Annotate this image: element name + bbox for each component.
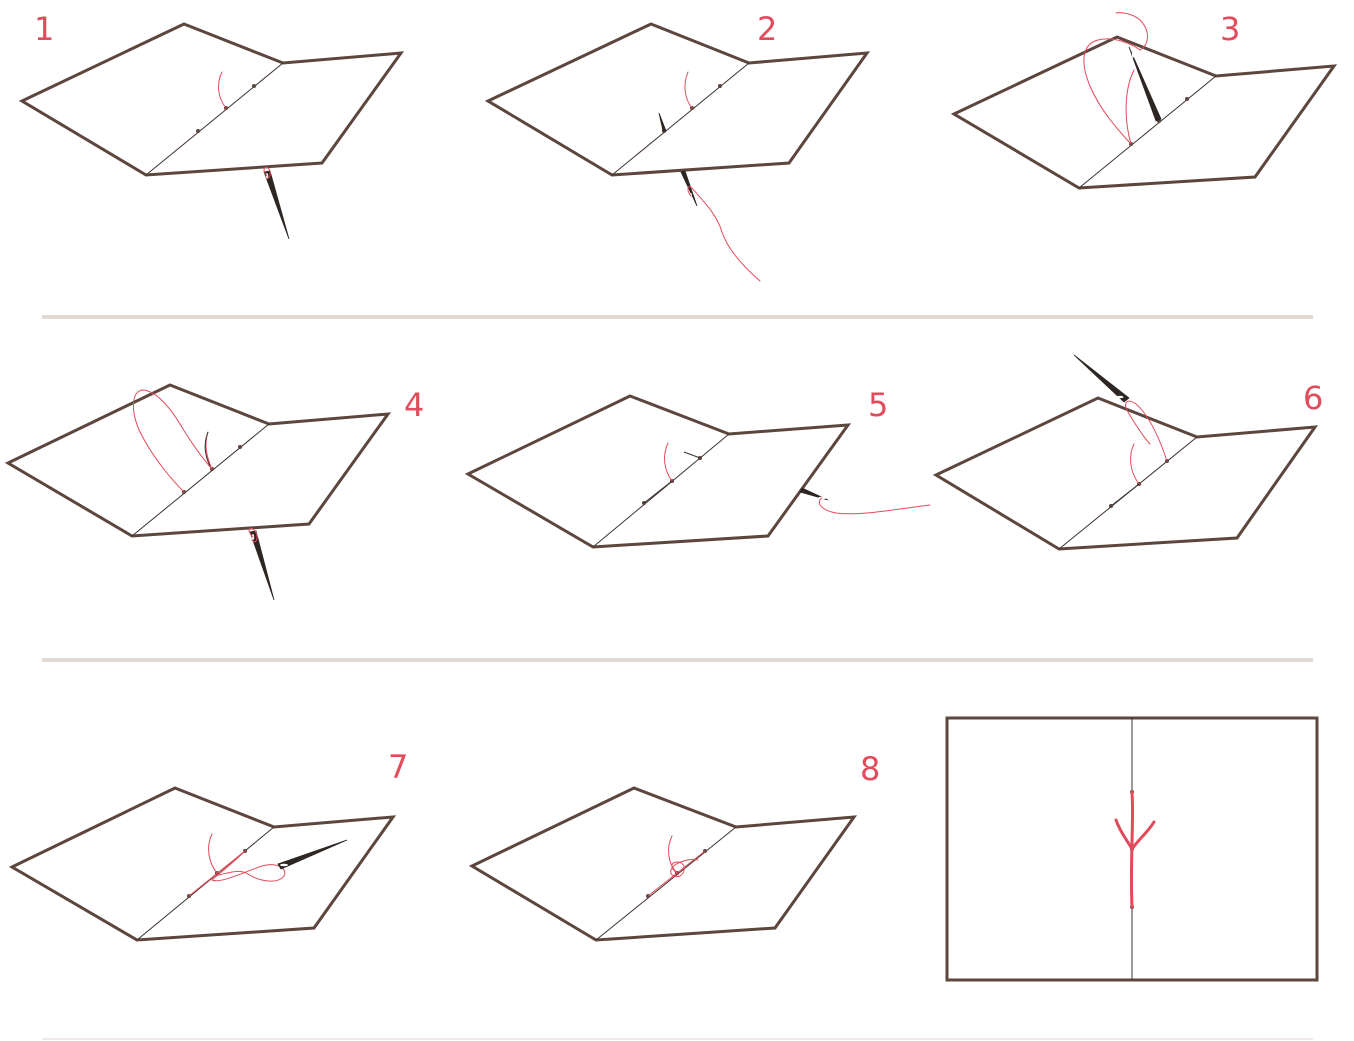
thread-icon <box>133 390 212 492</box>
needle-icon <box>278 840 347 869</box>
step-5-panel: 5 <box>468 386 930 547</box>
sewing-hole <box>196 129 200 133</box>
sewing-hole <box>718 84 722 88</box>
sewing-hole <box>238 445 242 449</box>
step-7-panel: 7 <box>12 748 408 940</box>
thread-icon <box>665 443 672 481</box>
fold-line <box>137 827 274 940</box>
thread-icon <box>1131 444 1139 484</box>
thread-icon <box>671 859 698 876</box>
stitch-tie-end <box>1116 820 1132 849</box>
thread-icon <box>219 72 226 108</box>
thread-icon <box>819 498 930 514</box>
step-1-panel: 1 <box>22 10 401 239</box>
thread-icon <box>1111 484 1139 506</box>
thread-icon <box>209 834 217 873</box>
thread-icon <box>685 72 692 108</box>
step-8-panel: 8 <box>472 750 880 940</box>
open-book-outline <box>488 24 867 175</box>
fold-line <box>146 63 283 175</box>
sewing-hole <box>1185 97 1189 101</box>
step-number: 8 <box>860 750 880 788</box>
step-number: 6 <box>1303 379 1323 417</box>
stitch-tie-end <box>1132 822 1154 849</box>
thread-icon <box>648 851 705 896</box>
step-number: 4 <box>404 386 424 424</box>
open-book-outline <box>22 24 401 175</box>
thread-icon <box>684 452 700 458</box>
needle-icon <box>1074 355 1129 402</box>
thread-icon <box>1126 70 1134 144</box>
step-number: 7 <box>388 748 408 786</box>
thread-icon <box>212 851 285 881</box>
needle-icon <box>681 171 697 206</box>
step-3-panel: 3 <box>954 10 1334 188</box>
open-book-outline <box>8 385 388 536</box>
step-number: 2 <box>757 10 777 48</box>
step-6-panel: 6 <box>936 355 1323 549</box>
finished-booklet-panel <box>947 718 1317 980</box>
step-number: 5 <box>868 386 888 424</box>
open-book-outline <box>954 37 1334 188</box>
open-book-outline <box>12 788 393 940</box>
fold-line <box>593 434 729 547</box>
thread-icon <box>189 851 245 896</box>
fold-line <box>132 424 269 536</box>
needle-icon <box>800 488 828 500</box>
needle-icon <box>264 171 289 239</box>
step-number: 1 <box>34 10 54 48</box>
needle-icon <box>659 113 666 131</box>
open-book-outline <box>472 788 854 940</box>
fold-line <box>612 63 749 175</box>
open-book-outline <box>468 396 848 547</box>
thread-icon <box>644 481 672 503</box>
step-2-panel: 2 <box>488 10 867 281</box>
step-number: 3 <box>1220 10 1240 48</box>
thread-icon <box>1084 13 1148 144</box>
sewing-hole <box>252 84 256 88</box>
step-4-panel: 4 <box>8 385 424 600</box>
thread-icon <box>688 187 760 281</box>
needle-icon <box>1129 47 1161 121</box>
open-book-outline <box>936 398 1315 549</box>
fold-line <box>596 827 736 940</box>
